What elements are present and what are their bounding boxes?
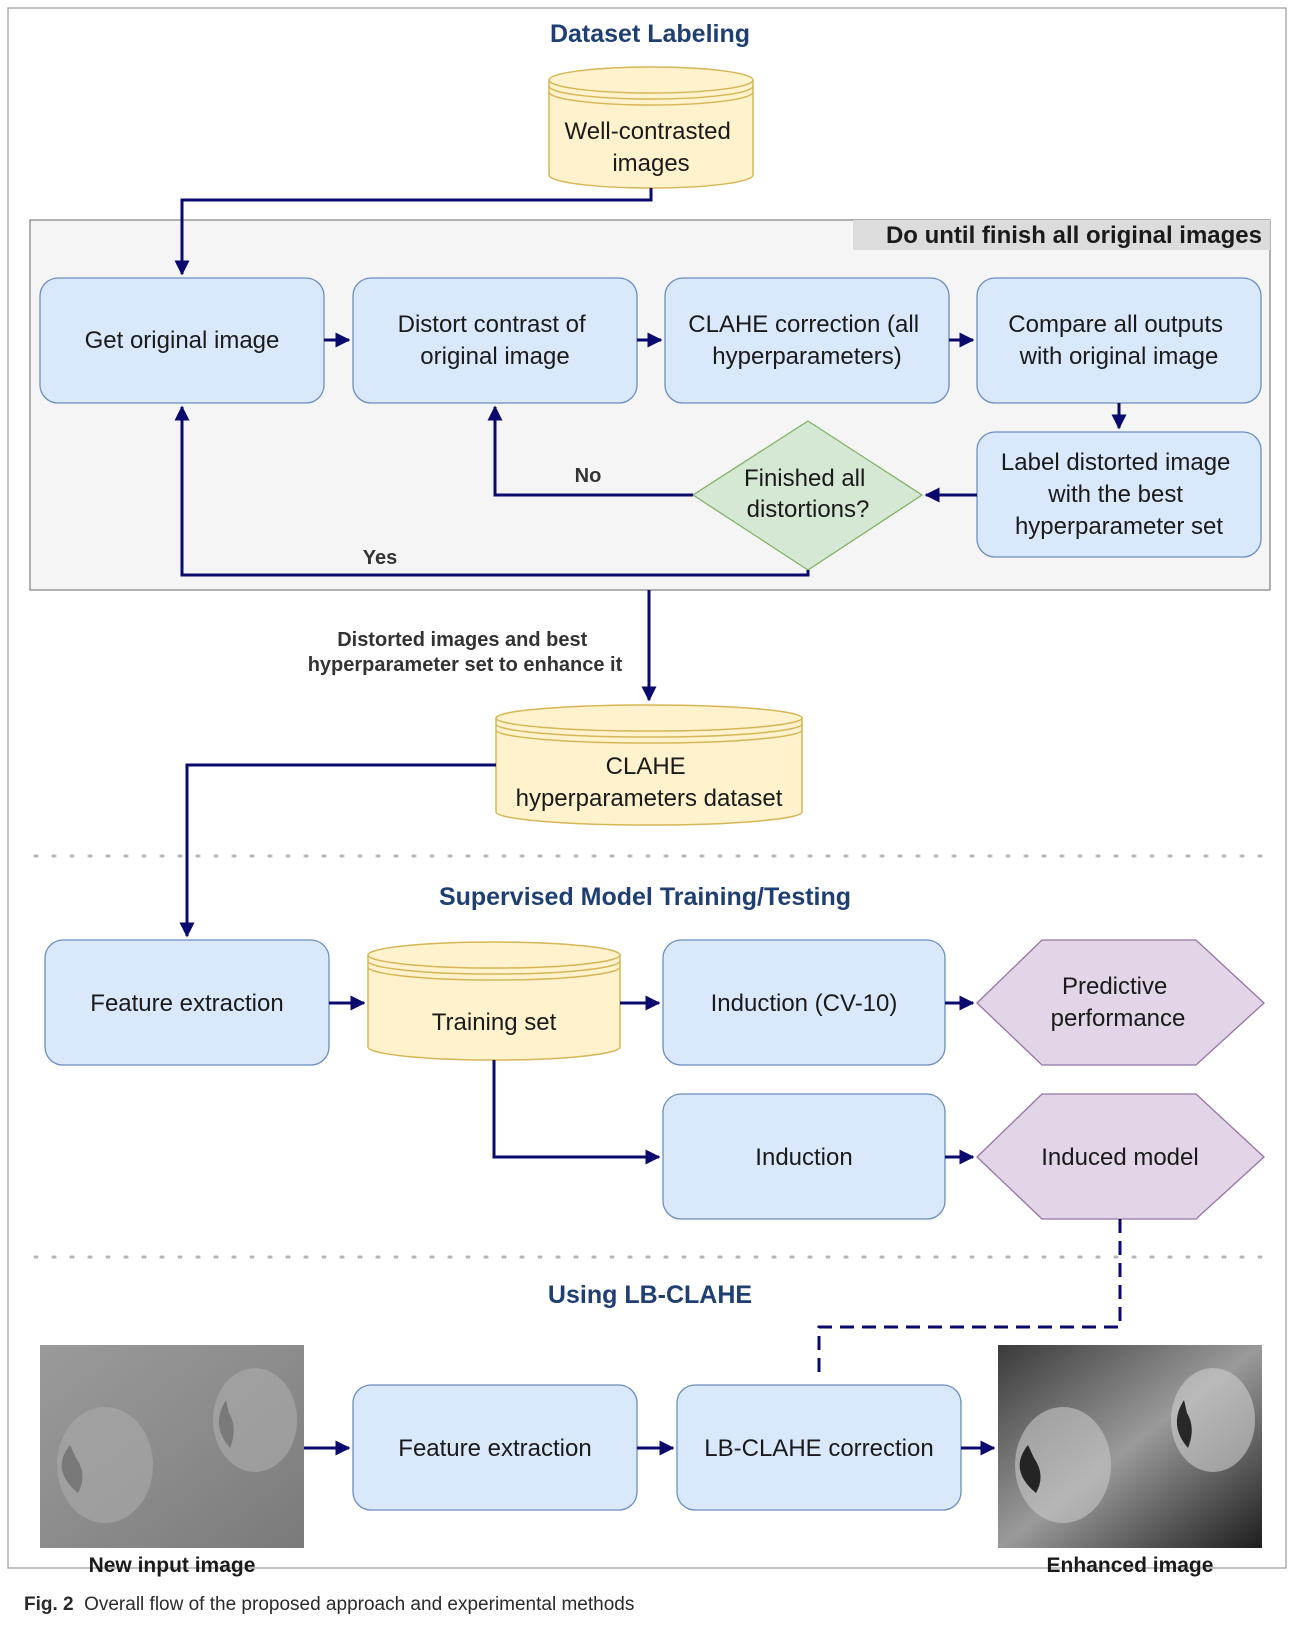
node-line: Training set bbox=[432, 1009, 557, 1036]
node-line: Induction bbox=[755, 1144, 852, 1171]
node-line: LB-CLAHE correction bbox=[704, 1435, 933, 1462]
feature-extraction-using-node: Feature extraction bbox=[352, 1384, 638, 1511]
compare-outputs-node: Compare all outputs with original image bbox=[976, 277, 1262, 404]
get-original-image-node: Get original image bbox=[39, 277, 325, 404]
node-line: original image bbox=[420, 343, 569, 370]
node-line: with the best bbox=[1047, 481, 1183, 508]
edge-decision-yes bbox=[174, 405, 810, 577]
node-line: Label distorted image bbox=[1001, 449, 1230, 476]
new-input-image-label: New input image bbox=[89, 1554, 256, 1577]
enhanced-image bbox=[998, 1345, 1262, 1548]
svg-text:Distorted images and best: Distorted images and best hyperparameter… bbox=[308, 629, 623, 676]
svg-text:Well-contrasted images: Well-contrasted images bbox=[565, 118, 738, 177]
edge-label-line: Distorted images and best bbox=[337, 629, 587, 651]
loop-label: Do until finish all original images bbox=[886, 222, 1262, 249]
lb-clahe-correction-node: LB-CLAHE correction bbox=[676, 1384, 962, 1511]
induction-node: Induction bbox=[662, 1093, 946, 1220]
distort-contrast-node: Distort contrast of original image bbox=[352, 277, 638, 404]
edge-label-yes: Yes bbox=[363, 547, 397, 569]
node-line: Get original image bbox=[85, 327, 280, 354]
clahe-correction-node: CLAHE correction (all hyperparameters) bbox=[664, 277, 950, 404]
svg-text:Distort contrast of orig: Distort contrast of original image bbox=[398, 311, 593, 370]
edge-trainingset-to-induction bbox=[492, 1060, 661, 1165]
svg-text:CLAHE correction (all hy: CLAHE correction (all hyperparameters) bbox=[688, 311, 925, 370]
svg-text:Label distorted image wi: Label distorted image with the best hype… bbox=[1001, 449, 1237, 540]
caption-label: Fig. 2 bbox=[24, 1594, 74, 1615]
section-title-dataset-labeling: Dataset Labeling bbox=[550, 20, 750, 48]
node-line: hyperparameter set bbox=[1015, 513, 1223, 540]
section-title-training-testing: Supervised Model Training/Testing bbox=[439, 883, 851, 911]
clahe-dataset-node: CLAHE hyperparameters dataset bbox=[495, 704, 803, 826]
loop-label-background bbox=[853, 220, 1270, 250]
feature-extraction-training-node: Feature extraction bbox=[44, 939, 330, 1066]
edge-dataset-to-feature bbox=[179, 763, 496, 938]
node-line: Well-contrasted bbox=[565, 118, 731, 145]
node-line: Induction (CV-10) bbox=[711, 990, 898, 1017]
node-line: Finished all bbox=[744, 465, 865, 492]
node-line: hyperparameters) bbox=[712, 343, 901, 370]
induction-cv-node: Induction (CV-10) bbox=[662, 939, 946, 1066]
node-line: Feature extraction bbox=[398, 1435, 591, 1462]
new-input-image bbox=[40, 1345, 304, 1548]
svg-text:Compare all outputs with: Compare all outputs with original image bbox=[1008, 311, 1229, 370]
edge-label-no: No bbox=[575, 465, 602, 487]
section-title-using-lb-clahe: Using LB-CLAHE bbox=[548, 1281, 752, 1309]
node-line: CLAHE correction (all bbox=[688, 311, 919, 338]
node-line: distortions? bbox=[747, 496, 870, 523]
node-line: Predictive bbox=[1062, 973, 1167, 1000]
svg-text:Predictive performance: Predictive performance bbox=[1051, 973, 1186, 1032]
figure-caption: Fig. 2 Overall flow of the proposed appr… bbox=[24, 1594, 634, 1615]
figure-frame bbox=[7, 7, 1287, 1569]
node-line: performance bbox=[1051, 1005, 1186, 1032]
svg-text:Finished all distortions: Finished all distortions? bbox=[744, 465, 872, 523]
node-line: Induced model bbox=[1041, 1144, 1198, 1171]
label-distorted-node: Label distorted image with the best hype… bbox=[976, 431, 1262, 558]
node-line: hyperparameters dataset bbox=[516, 785, 783, 812]
finished-distortions-decision: Finished all distortions? bbox=[691, 420, 924, 571]
edge-model-to-lbclahe-dashed bbox=[817, 1219, 1122, 1380]
edge-wellcontrasted-to-get bbox=[174, 188, 653, 276]
node-line: with original image bbox=[1019, 343, 1219, 370]
enhanced-image-label: Enhanced image bbox=[1047, 1554, 1214, 1577]
node-line: Compare all outputs bbox=[1008, 311, 1223, 338]
predictive-performance-node: Predictive performance bbox=[976, 939, 1265, 1066]
well-contrasted-images-node: Well-contrasted images bbox=[548, 66, 754, 189]
caption-text: Overall flow of the proposed approach an… bbox=[84, 1594, 634, 1615]
node-line: CLAHE bbox=[606, 753, 686, 780]
training-set-node: Training set bbox=[367, 941, 621, 1061]
node-line: Feature extraction bbox=[90, 990, 283, 1017]
node-line: images bbox=[612, 150, 689, 177]
edge-decision-no bbox=[487, 405, 693, 497]
svg-text:CLAHE hyperparameters da: CLAHE hyperparameters dataset bbox=[516, 753, 783, 812]
node-line: Distort contrast of bbox=[398, 311, 586, 338]
edge-label-line: hyperparameter set to enhance it bbox=[308, 654, 623, 676]
induced-model-node: Induced model bbox=[976, 1093, 1265, 1220]
